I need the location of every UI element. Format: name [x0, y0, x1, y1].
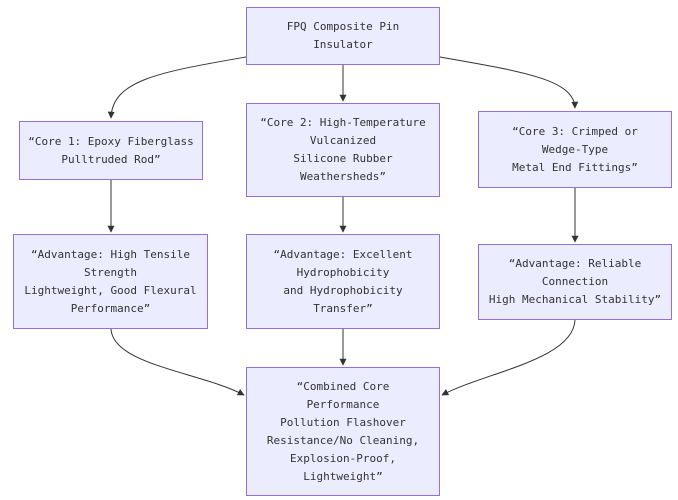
node-adv3-line-3: High Mechanical Stability”: [488, 293, 662, 306]
node-combined-line-1: “Combined Core: [296, 379, 390, 393]
node-adv2-line-1: “Advantage: Excellent: [273, 247, 413, 261]
node-core1-line-2: Pulltruded Rod”: [61, 152, 161, 166]
node-adv3-line-2: Connection: [541, 275, 609, 288]
node-adv1-line-1: “Advantage: High Tensile: [31, 247, 190, 261]
node-adv2-line-4: Transfer”: [313, 301, 373, 315]
node-combined-line-3: Pollution Flashover: [280, 415, 406, 429]
edge-root-to-core1: [107, 56, 247, 119]
node-core2: “Core 2: High-Temperature Vulcanized Sil…: [246, 103, 440, 197]
node-core2-line-3: Silicone Rubber: [293, 152, 393, 165]
node-root: FPQ Composite Pin Insulator: [246, 7, 440, 65]
edge-adv1-to-combined: [110, 328, 245, 396]
node-adv2-line-3: and Hydrophobicity: [283, 283, 403, 297]
node-core3-line-2: Wedge-Type: [541, 142, 609, 156]
node-adv2-line-2: Hydrophobicity: [296, 265, 390, 279]
node-combined-line-5: Explosion-Proof,: [290, 451, 396, 465]
node-adv1-line-4: Performance”: [70, 301, 151, 315]
node-core2-line-2: Vulcanized: [309, 134, 377, 147]
node-core1-line-1: “Core 1: Epoxy Fiberglass: [28, 134, 194, 148]
node-combined-line-4: Resistance/No Cleaning,: [266, 433, 420, 447]
node-root-line-2: Insulator: [313, 38, 373, 51]
node-adv3-line-1: “Advantage: Reliable: [508, 257, 642, 270]
node-combined-line-2: Performance: [306, 397, 380, 411]
edge-adv3-to-combined: [441, 319, 576, 396]
edge-root-to-core3: [439, 56, 579, 109]
node-adv3: “Advantage: Reliable Connection High Mec…: [478, 244, 672, 320]
node-core3: “Core 3: Crimped or Wedge-Type Metal End…: [478, 111, 672, 188]
node-core1: “Core 1: Epoxy Fiberglass Pulltruded Rod…: [19, 121, 203, 180]
node-core3-line-1: “Core 3: Crimped or: [512, 124, 638, 138]
node-combined-line-6: Lightweight”: [303, 469, 383, 483]
node-adv1: “Advantage: High Tensile Strength Lightw…: [13, 234, 208, 329]
node-core3-line-3: Metal End Fittings”: [512, 160, 638, 174]
node-adv1-line-2: Strength: [84, 265, 137, 279]
node-adv2: “Advantage: Excellent Hydrophobicity and…: [246, 234, 440, 329]
node-core2-line-1: “Core 2: High-Temperature: [260, 116, 426, 129]
node-core2-line-4: Weathersheds”: [299, 170, 387, 183]
node-combined: “Combined Core Performance Pollution Fla…: [246, 367, 440, 496]
node-adv1-line-3: Lightweight, Good Flexural: [24, 283, 197, 297]
node-root-line-1: FPQ Composite Pin: [286, 20, 400, 33]
